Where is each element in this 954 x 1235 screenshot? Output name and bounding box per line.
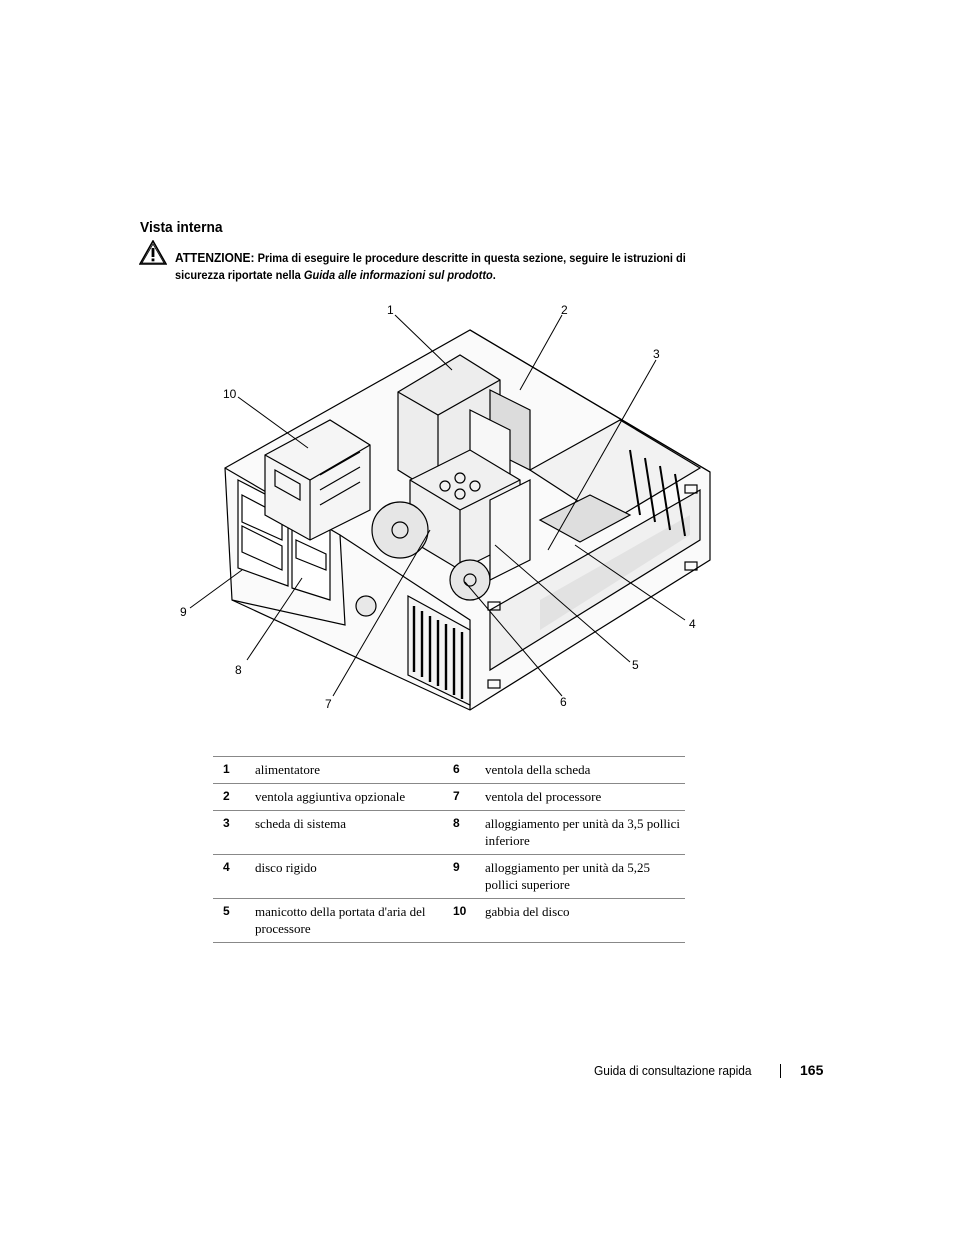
- legend-label: alimentatore: [255, 756, 443, 784]
- callout-3: 3: [653, 347, 660, 361]
- warning-note: ATTENZIONE: Prima di eseguire le procedu…: [175, 249, 727, 284]
- legend-number: 3: [213, 810, 255, 855]
- legend-number: 8: [443, 810, 485, 855]
- legend-row: 3 scheda di sistema 8 alloggiamento per …: [213, 810, 685, 855]
- section-heading: Vista interna: [140, 219, 223, 236]
- legend-label: scheda di sistema: [255, 810, 443, 855]
- legend-row: 5 manicotto della portata d'aria del pro…: [213, 898, 685, 943]
- legend-label: gabbia del disco: [485, 898, 685, 943]
- callout-1: 1: [387, 303, 394, 317]
- callout-5: 5: [632, 658, 639, 672]
- legend-table: 1 alimentatore 6 ventola della scheda 2 …: [213, 756, 685, 943]
- legend-row: 1 alimentatore 6 ventola della scheda: [213, 756, 685, 784]
- warning-text: Prima di eseguire le procedure descritte…: [175, 251, 686, 282]
- legend-number: 1: [213, 756, 255, 784]
- legend-number: 9: [443, 854, 485, 899]
- callout-7: 7: [325, 697, 332, 711]
- legend-row: 2 ventola aggiuntiva opzionale 7 ventola…: [213, 783, 685, 811]
- computer-interior-drawing: [189, 314, 711, 711]
- callout-2: 2: [561, 303, 568, 317]
- legend-number: 2: [213, 783, 255, 811]
- legend-label: ventola aggiuntiva opzionale: [255, 783, 443, 811]
- legend-label: manicotto della portata d'aria del proce…: [255, 898, 443, 943]
- legend-number: 4: [213, 854, 255, 899]
- callout-6: 6: [560, 695, 567, 709]
- legend-label: alloggiamento per unità da 3,5 pollici i…: [485, 810, 685, 855]
- callout-9: 9: [180, 605, 187, 619]
- warning-guide-title: Guida alle informazioni sul prodotto: [303, 268, 493, 282]
- warning-end: .: [492, 268, 496, 282]
- callout-10: 10: [223, 387, 237, 401]
- callout-8: 8: [235, 663, 242, 677]
- callout-4: 4: [689, 617, 696, 631]
- legend-label: disco rigido: [255, 854, 443, 899]
- warning-label: ATTENZIONE:: [175, 250, 255, 265]
- legend-number: 6: [443, 756, 485, 784]
- legend-label: alloggiamento per unità da 5,25 pollici …: [485, 854, 685, 899]
- page-number: 165: [800, 1062, 824, 1078]
- legend-label: ventola del processore: [485, 783, 685, 811]
- warning-icon: [139, 240, 167, 265]
- legend-number: 10: [443, 898, 485, 943]
- legend-number: 5: [213, 898, 255, 943]
- legend-label: ventola della scheda: [485, 756, 685, 784]
- legend-number: 7: [443, 783, 485, 811]
- computer-interior-illustration: 1 2 3 4 5 6 7 8 9 10: [170, 300, 730, 720]
- legend-row: 4 disco rigido 9 alloggiamento per unità…: [213, 854, 685, 899]
- footer-title: Guida di consultazione rapida: [594, 1063, 752, 1078]
- footer-separator: [780, 1064, 781, 1078]
